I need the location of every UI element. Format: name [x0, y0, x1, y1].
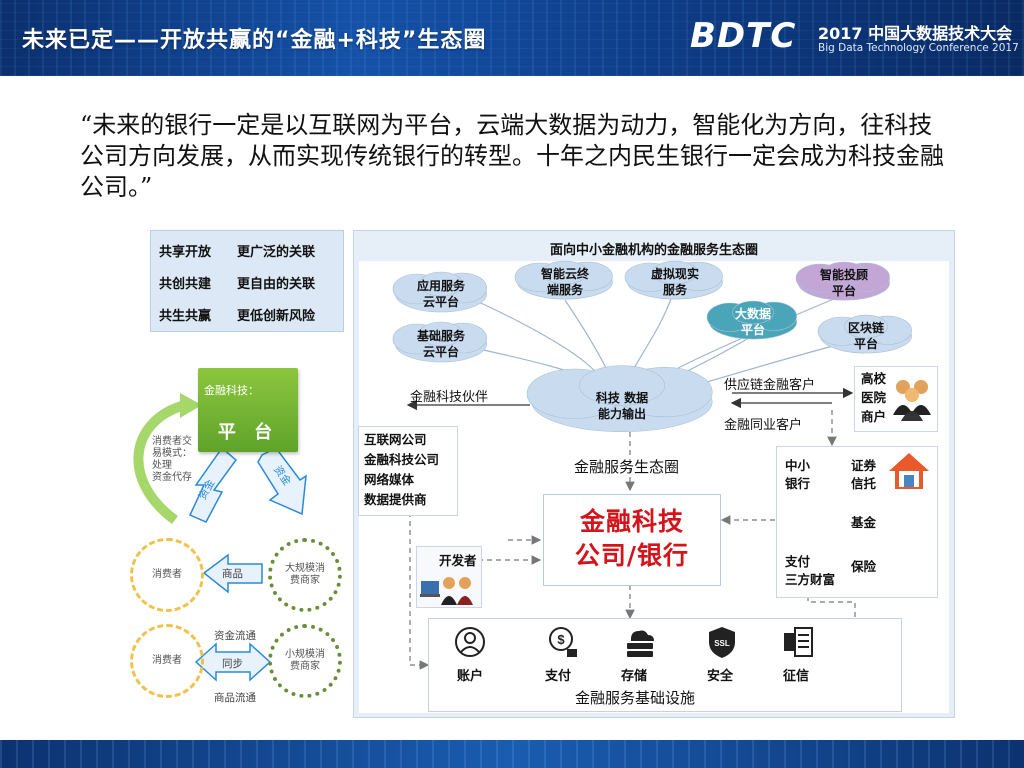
footer-band — [0, 740, 1024, 768]
institutions-box: 中小 银行 证券 信托 基金 支付 三方财富 保险 — [776, 446, 938, 598]
partner-item: 网络媒体 — [364, 470, 414, 489]
institution-fund: 基金 — [851, 513, 876, 532]
cloud-basic-services: 基础服务 云平台 — [410, 328, 472, 360]
developer-box: 开发者 — [416, 546, 482, 608]
developer-label: 开发者 — [439, 551, 477, 570]
developers-icon — [419, 573, 479, 605]
institution-sme-bank: 中小 银行 — [785, 457, 810, 493]
infrastructure-title: 金融服务基础设施 — [575, 687, 695, 708]
partner-item: 金融科技公司 — [364, 450, 439, 469]
cloud-app-services: 应用服务 云平台 — [410, 278, 472, 310]
partner-item: 数据提供商 — [364, 490, 427, 509]
payment-icon: $ — [547, 625, 581, 659]
cloud-storage-icon — [623, 625, 657, 659]
cloud-core-capability: 科技 数据 能力输出 — [578, 390, 666, 422]
house-icon — [887, 451, 931, 491]
people-group-icon — [891, 375, 933, 421]
cloud-smart-terminal: 智能云终 端服务 — [532, 266, 598, 298]
cloud-big-data: 大数据 平台 — [722, 306, 784, 338]
fintech-partner-label: 金融科技伙伴 — [410, 386, 488, 405]
customer-item: 高校 — [861, 369, 886, 388]
interbank-label: 金融同业客户 — [724, 414, 802, 433]
partner-item: 互联网公司 — [364, 430, 427, 449]
infra-label-storage: 存储 — [621, 665, 647, 684]
user-circle-icon — [453, 625, 487, 659]
infra-label-account: 账户 — [457, 665, 483, 684]
customer-box: 高校 医院 商户 — [854, 366, 938, 432]
customer-item: 商户 — [861, 407, 886, 426]
credit-report-icon — [781, 625, 815, 659]
institution-insurance: 保险 — [851, 557, 876, 576]
cloud-virtual-reality: 虚拟现实 服务 — [640, 266, 710, 298]
fintech-bank-box: 金融科技 公司/银行 — [543, 494, 721, 586]
institution-securities-trust: 证券 信托 — [851, 457, 876, 493]
svg-text:$: $ — [557, 632, 565, 647]
ecosystem-label: 金融服务生态圈 — [574, 456, 679, 477]
cloud-blockchain: 区块链 平台 — [834, 320, 898, 352]
infrastructure-box: 账户 $ 支付 存储 SSL 安全 征信 金融服务基础设施 — [428, 618, 902, 712]
svg-text:SSL: SSL — [714, 639, 730, 648]
customer-item: 医院 — [861, 388, 886, 407]
ssl-shield-icon: SSL — [705, 625, 739, 659]
partner-box: 互联网公司 金融科技公司 网络媒体 数据提供商 — [358, 426, 458, 516]
supply-chain-label: 供应链金融客户 — [724, 374, 815, 393]
institution-payment-wealth: 支付 三方财富 — [785, 553, 835, 589]
infra-label-security: 安全 — [707, 665, 733, 684]
infra-label-credit: 征信 — [783, 665, 809, 684]
infra-label-payment: 支付 — [545, 665, 571, 684]
center-line-2: 公司/银行 — [544, 539, 720, 573]
cloud-robo-advisor: 智能投顾 平台 — [808, 267, 880, 299]
center-line-1: 金融科技 — [544, 505, 720, 539]
